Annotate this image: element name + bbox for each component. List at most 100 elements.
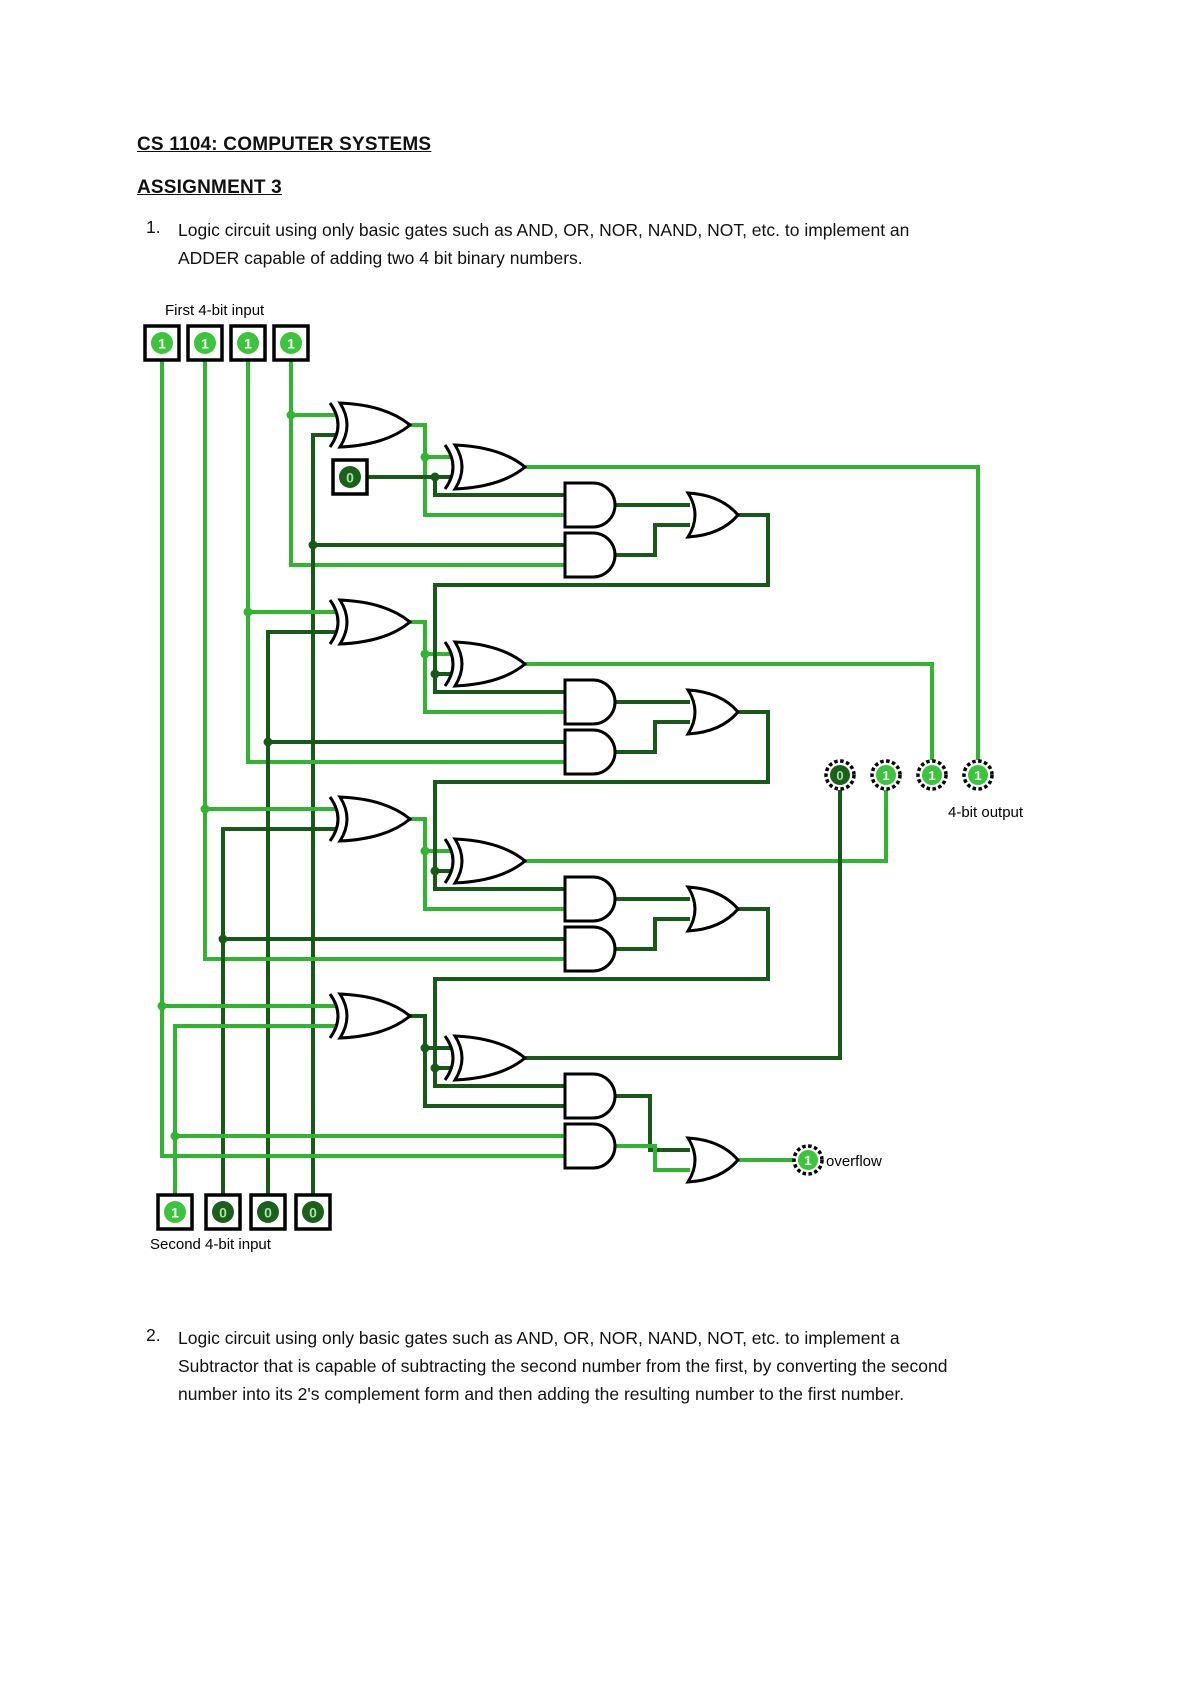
wire-cin-branch — [433, 1068, 567, 1088]
wire-sum — [525, 465, 980, 760]
and-gate — [563, 1072, 617, 1120]
gates — [328, 401, 740, 1184]
svg-text:0: 0 — [346, 470, 354, 486]
output-pin[interactable]: 1 — [962, 759, 994, 791]
and-gate — [563, 531, 617, 579]
junction-dot — [243, 607, 253, 617]
xor-gate — [328, 401, 413, 449]
output-pin[interactable]: 1 — [870, 759, 902, 791]
constant-pin[interactable]: 0 — [331, 458, 369, 496]
svg-text:1: 1 — [158, 336, 166, 352]
or-gate — [685, 1136, 740, 1184]
and-gate — [563, 728, 617, 776]
item2-number: 2. — [146, 1325, 161, 1345]
xor-gate — [443, 640, 528, 688]
output-pin[interactable]: 0 — [824, 759, 856, 791]
wire-cin-branch — [433, 477, 567, 497]
junction-dot — [430, 669, 440, 679]
second-input-pin[interactable]: 0 — [204, 1193, 242, 1231]
overflow-label: overflow — [826, 1153, 882, 1170]
svg-text:1: 1 — [882, 768, 889, 783]
second-input-pin[interactable]: 0 — [249, 1193, 287, 1231]
xor-gate — [443, 443, 528, 491]
junction-dot — [430, 472, 440, 482]
wire-and-b-out — [615, 1144, 690, 1172]
svg-text:1: 1 — [928, 768, 935, 783]
second-input-pin[interactable]: 0 — [294, 1193, 332, 1231]
first-input-pin[interactable]: 1 — [186, 324, 224, 362]
junction-dot — [308, 540, 318, 550]
assignment-title: ASSIGNMENT 3 — [137, 177, 282, 198]
wire-input-b — [266, 630, 336, 1195]
wire-and-b-out — [615, 720, 690, 754]
wire-sum — [525, 790, 888, 863]
and-gate — [563, 481, 617, 529]
svg-text:0: 0 — [219, 1205, 227, 1221]
wire-s1 — [410, 620, 567, 714]
wire-cin-branch — [433, 674, 567, 694]
first-input-pin[interactable]: 1 — [143, 324, 181, 362]
wire-s1 — [410, 423, 567, 517]
junction-dot — [218, 934, 228, 944]
item1-number: 1. — [146, 217, 161, 237]
or-gate — [685, 688, 740, 736]
junction-dot — [430, 866, 440, 876]
junction-dot — [420, 649, 430, 659]
xor-gate — [443, 837, 528, 885]
junction-dot — [286, 410, 296, 420]
wire-input-a — [289, 360, 567, 567]
output-pin[interactable]: 1 — [916, 759, 948, 791]
first-input-pin[interactable]: 1 — [229, 324, 267, 362]
svg-text:1: 1 — [287, 336, 295, 352]
xor-gate — [328, 598, 413, 646]
wire-input-a — [160, 360, 567, 1158]
svg-text:0: 0 — [309, 1205, 317, 1221]
junction-dot — [420, 846, 430, 856]
wire-input-a — [246, 360, 567, 764]
xor-gate — [443, 1034, 528, 1082]
and-gate — [563, 678, 617, 726]
wire-input-b — [221, 827, 336, 1195]
junction-dot — [263, 737, 273, 747]
wire-and-b-out — [615, 917, 690, 951]
and-gate — [563, 875, 617, 923]
course-title: CS 1104: COMPUTER SYSTEMS — [137, 134, 432, 155]
xor-gate — [328, 795, 413, 843]
xor-gate — [328, 992, 413, 1040]
junction-dot — [430, 1063, 440, 1073]
first-input-label: First 4-bit input — [165, 302, 265, 319]
item1-text: Logic circuit using only basic gates suc… — [178, 220, 910, 268]
wire-sum — [525, 662, 934, 760]
svg-text:1: 1 — [974, 768, 981, 783]
wire-sum — [525, 790, 842, 1060]
junction-dot — [157, 1001, 167, 1011]
or-gate — [685, 491, 740, 539]
svg-text:1: 1 — [244, 336, 252, 352]
svg-text:1: 1 — [201, 336, 209, 352]
svg-text:1: 1 — [804, 1153, 811, 1168]
junctions — [157, 410, 440, 1141]
second-input-pin[interactable]: 1 — [156, 1193, 194, 1231]
wire-input-a — [203, 360, 567, 961]
first-input-pin[interactable]: 1 — [272, 324, 310, 362]
item2-text: Logic circuit using only basic gates suc… — [178, 1328, 948, 1404]
svg-text:0: 0 — [264, 1205, 272, 1221]
overflow-pin[interactable]: 1 — [792, 1144, 824, 1176]
second-input-label: Second 4-bit input — [150, 1236, 272, 1253]
junction-dot — [170, 1131, 180, 1141]
and-gate — [563, 925, 617, 973]
junction-dot — [420, 452, 430, 462]
and-gate — [563, 1122, 617, 1170]
output-label: 4-bit output — [948, 804, 1024, 821]
wire-cin-branch — [433, 871, 567, 891]
or-gate — [685, 885, 740, 933]
junction-dot — [420, 1043, 430, 1053]
junction-dot — [200, 804, 210, 814]
wire-s1 — [410, 817, 567, 911]
svg-text:0: 0 — [836, 768, 843, 783]
wire-and-b-out — [615, 523, 690, 557]
pins: 1 1 1 1 1 0 0 0 0 0 1 1 1 1 — [143, 324, 994, 1231]
wire-input-b — [311, 433, 336, 1195]
